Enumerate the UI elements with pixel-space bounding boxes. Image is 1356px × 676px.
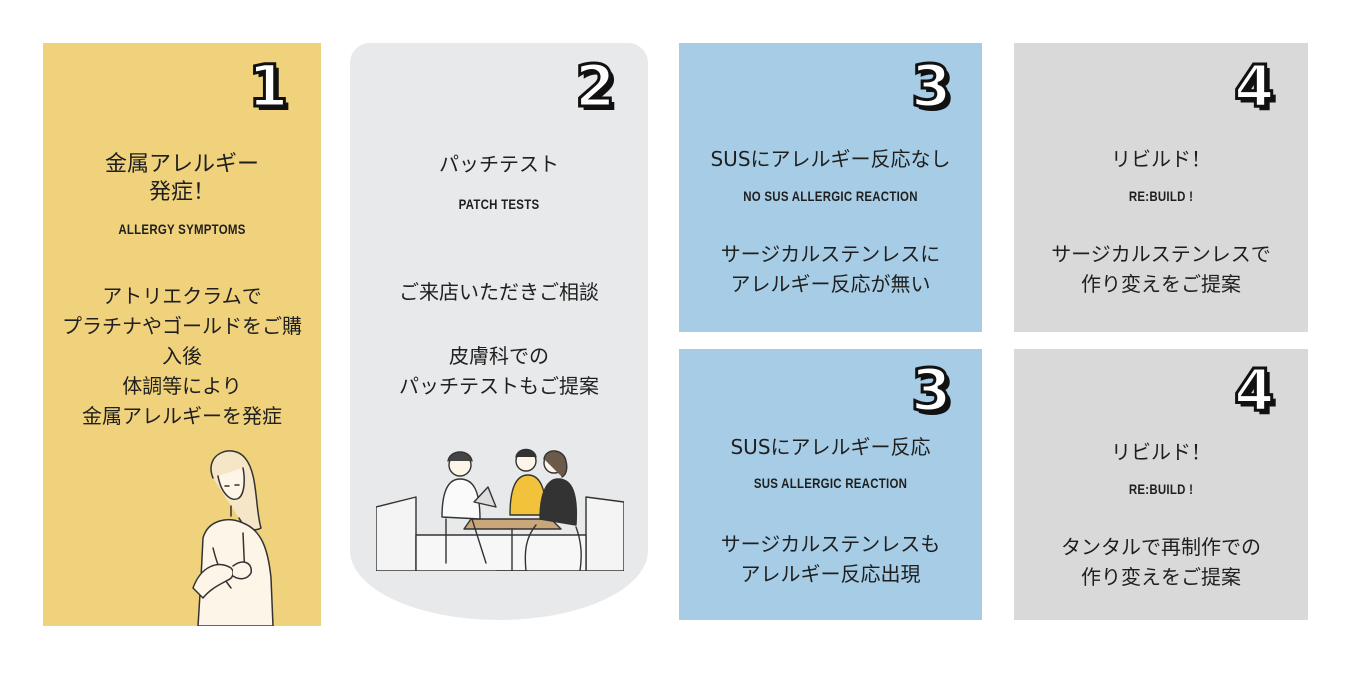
card-title: パッチテスト — [439, 152, 559, 176]
card-body-line: プラチナやゴールドをご購 — [62, 314, 302, 338]
step-card-3-reaction: 3 SUSにアレルギー反応 SUS ALLERGIC REACTION サージカ… — [679, 349, 982, 620]
card-body-line: タンタルで再制作での — [1061, 535, 1261, 559]
card-subtitle: RE:BUILD ! — [1128, 481, 1194, 497]
step-number: 1 — [246, 52, 289, 120]
step-card-2: 2 パッチテスト PATCH TESTS ご来店いただきご相談 皮膚科での パッ… — [350, 43, 648, 620]
step-card-4-surgical-steel: 4 リビルド！ RE:BUILD ! サージカルステンレスで 作り変えをご提案 — [1014, 43, 1308, 332]
card-body-line: ご来店いただきご相談 — [399, 280, 599, 304]
step-card-4-tantalum: 4 リビルド！ RE:BUILD ! タンタルで再制作での 作り変えをご提案 — [1014, 349, 1308, 620]
card-body-line: 体調等により — [122, 374, 242, 398]
card-body-line: アレルギー反応が無い — [730, 272, 931, 296]
card-subtitle: RE:BUILD ! — [1128, 188, 1194, 204]
card-title: SUSにアレルギー反応 — [730, 435, 931, 459]
card-body-line: 入後 — [162, 344, 202, 368]
card-title: リビルド！ — [1111, 147, 1211, 171]
card-body-line: 作り変えをご提案 — [1081, 272, 1241, 296]
card-subtitle: NO SUS ALLERGIC REACTION — [743, 188, 918, 204]
card-body-line: サージカルステンレスで — [1051, 242, 1271, 266]
card-body-line: アトリエクラムで — [102, 284, 262, 308]
card-body-line: サージカルステンレスも — [720, 532, 941, 556]
woman-checking-skin-illustration — [192, 450, 274, 626]
card-subtitle: PATCH TESTS — [458, 196, 540, 212]
step-number: 4 — [1232, 52, 1275, 120]
step-card-1: 1 金属アレルギー 発症！ ALLERGY SYMPTOMS アトリエクラムで … — [43, 43, 321, 626]
step-number: 3 — [909, 356, 952, 424]
card-subtitle: SUS ALLERGIC REACTION — [753, 475, 908, 491]
card-body-line: アレルギー反応出現 — [740, 562, 921, 586]
card-title: 金属アレルギー — [104, 152, 259, 177]
step-number: 3 — [909, 52, 952, 120]
card-title: リビルド！ — [1111, 440, 1211, 464]
card-title: SUSにアレルギー反応なし — [710, 147, 951, 171]
step-card-3-no-reaction: 3 SUSにアレルギー反応なし NO SUS ALLERGIC REACTION… — [679, 43, 982, 332]
consultation-illustration — [376, 448, 624, 571]
card-subtitle: ALLERGY SYMPTOMS — [118, 221, 246, 237]
card-body-line: パッチテストもご提案 — [399, 374, 599, 398]
step-number: 2 — [573, 52, 616, 120]
card-body-line: 皮膚科での — [449, 344, 549, 368]
card-body-line: サージカルステンレスに — [720, 242, 941, 266]
card-body-line: 作り変えをご提案 — [1081, 565, 1241, 589]
card-body-line: 金属アレルギーを発症 — [82, 404, 282, 428]
step-number: 4 — [1232, 356, 1275, 424]
card-title: 発症！ — [148, 180, 215, 205]
